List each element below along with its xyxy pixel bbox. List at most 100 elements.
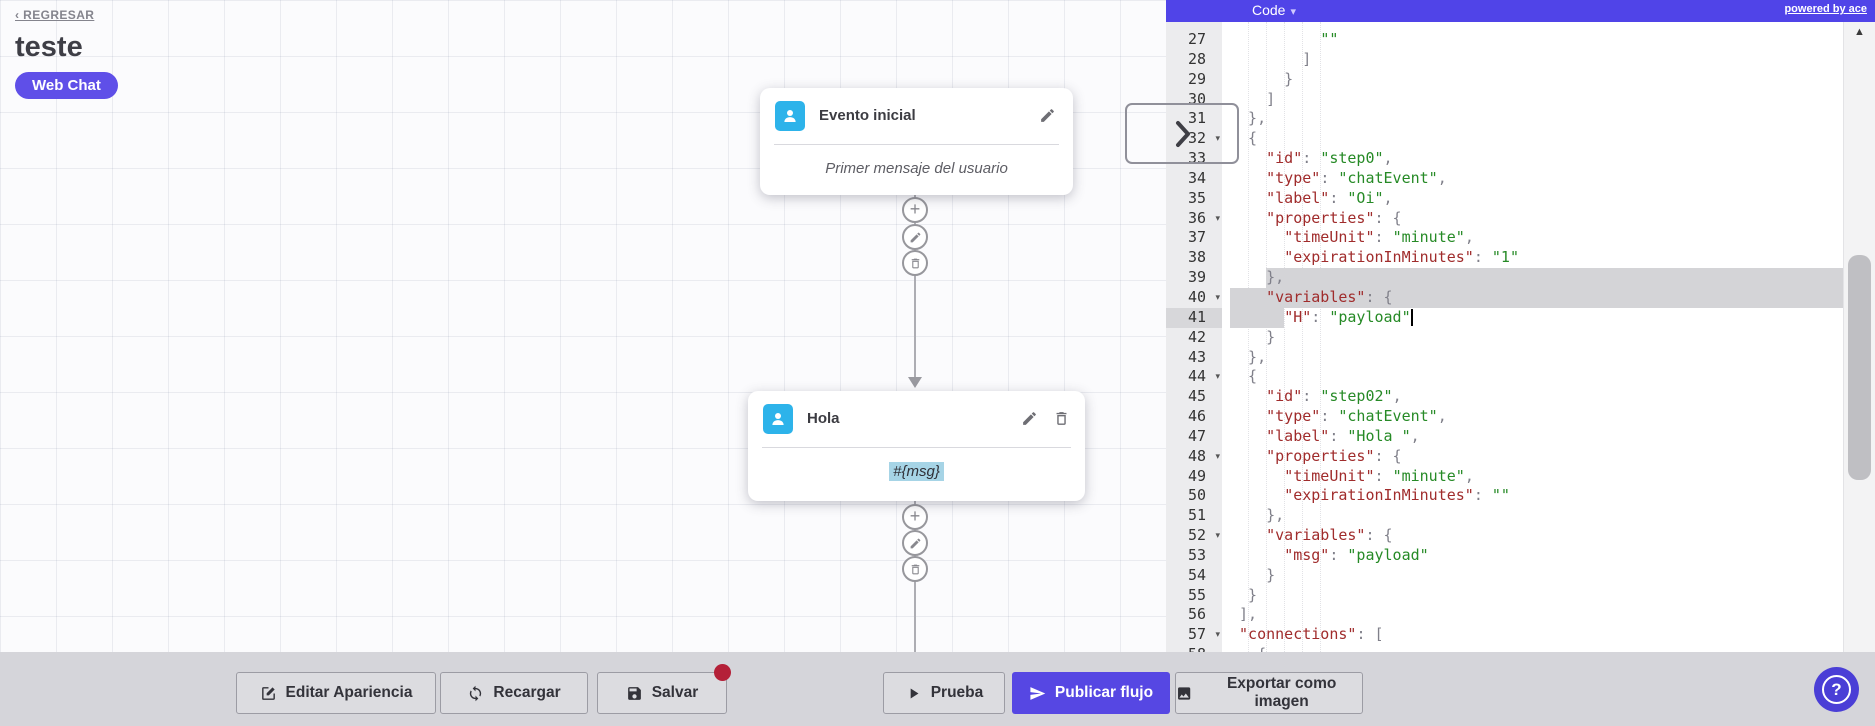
gutter-line-number[interactable]: 53 xyxy=(1187,545,1206,564)
code-line[interactable]: "properties": { xyxy=(1266,446,1402,465)
code-line[interactable]: "connections": [ xyxy=(1239,625,1384,644)
gutter-line-number[interactable]: 44▾ xyxy=(1187,367,1220,386)
fold-arrow-icon[interactable]: ▾ xyxy=(1215,450,1220,461)
scroll-up-arrow[interactable]: ▲ xyxy=(1854,26,1865,38)
collapse-code-button[interactable] xyxy=(1125,103,1239,164)
gutter-line-number[interactable]: 48▾ xyxy=(1187,446,1220,465)
add-step-button[interactable]: + xyxy=(902,197,928,223)
gutter-line-number[interactable]: 36▾ xyxy=(1187,208,1220,227)
code-line[interactable]: "label": "Oi", xyxy=(1266,188,1393,207)
chevron-right-icon xyxy=(1175,120,1190,147)
code-line[interactable]: }, xyxy=(1230,506,1285,525)
code-line[interactable]: "variables": { xyxy=(1230,287,1843,308)
edit-connection-button[interactable] xyxy=(902,530,928,556)
chevron-down-icon: ▾ xyxy=(1290,6,1296,18)
gutter-line-number[interactable]: 51 xyxy=(1187,506,1206,525)
fold-arrow-icon[interactable]: ▾ xyxy=(1215,530,1220,541)
gutter-line-number[interactable]: 34 xyxy=(1187,168,1206,187)
gutter-line-number[interactable]: 38 xyxy=(1187,248,1206,267)
scrollbar-thumb[interactable] xyxy=(1848,255,1871,480)
code-mode-dropdown[interactable]: Code▾ xyxy=(1252,2,1296,18)
code-lines[interactable]: "" ] } ] }, { "id": "step0", "type": "ch… xyxy=(1222,22,1843,652)
code-line[interactable]: "" xyxy=(1320,30,1339,48)
add-step-button[interactable]: + xyxy=(902,504,928,530)
code-line[interactable]: { xyxy=(1230,367,1258,386)
code-line[interactable]: "expirationInMinutes": "" xyxy=(1284,486,1510,505)
code-line[interactable]: "id": "step0", xyxy=(1266,149,1393,168)
fold-arrow-icon[interactable]: ▾ xyxy=(1215,645,1220,652)
code-line[interactable]: "timeUnit": "minute", xyxy=(1284,228,1474,247)
unsaved-indicator-dot xyxy=(714,664,731,681)
fold-arrow-icon[interactable]: ▾ xyxy=(1215,371,1220,382)
code-line[interactable]: "variables": { xyxy=(1266,526,1393,545)
code-line[interactable]: }, xyxy=(1230,268,1843,288)
code-line[interactable]: "expirationInMinutes": "1" xyxy=(1284,248,1519,267)
gutter-line-number[interactable]: 46 xyxy=(1187,407,1206,426)
gutter-line-number[interactable]: 50 xyxy=(1187,486,1206,505)
delete-connection-button[interactable] xyxy=(902,250,928,276)
back-link[interactable]: ‹ REGRESAR xyxy=(15,8,95,22)
gutter-line-number[interactable]: 31 xyxy=(1187,109,1206,128)
code-line[interactable]: "type": "chatEvent", xyxy=(1266,168,1447,187)
gutter-line-number[interactable]: 39 xyxy=(1187,268,1206,287)
gutter-line-number[interactable]: 52▾ xyxy=(1187,526,1220,545)
gutter-line-number[interactable]: 49 xyxy=(1187,466,1206,485)
code-line[interactable]: } xyxy=(1230,327,1276,346)
delete-connection-button[interactable] xyxy=(902,556,928,582)
gutter-line-number[interactable]: 35 xyxy=(1187,188,1206,207)
code-line[interactable]: { xyxy=(1230,129,1258,148)
gutter-line-number[interactable]: 54 xyxy=(1187,565,1206,584)
code-line[interactable]: ] xyxy=(1230,49,1312,68)
gutter-line-number[interactable]: 27 xyxy=(1187,30,1206,48)
gutter-line-number[interactable]: 47 xyxy=(1187,426,1206,445)
code-line[interactable]: } xyxy=(1230,69,1294,88)
edit-connection-button[interactable] xyxy=(902,224,928,250)
publish-flow-button[interactable]: Publicar flujo xyxy=(1012,672,1170,714)
delete-node-button[interactable] xyxy=(1051,408,1071,428)
fold-arrow-icon[interactable]: ▾ xyxy=(1215,133,1220,144)
fold-arrow-icon[interactable]: ▾ xyxy=(1215,212,1220,223)
gutter-line-number[interactable]: 29 xyxy=(1187,69,1206,88)
code-line[interactable]: { xyxy=(1230,645,1843,652)
gutter-line-number[interactable]: 32▾ xyxy=(1187,129,1220,148)
code-line[interactable]: ], xyxy=(1230,605,1258,624)
gutter-line-number[interactable]: 28 xyxy=(1187,49,1206,68)
gutter-line-number[interactable]: 42 xyxy=(1187,327,1206,346)
gutter-line-number[interactable]: 57▾ xyxy=(1187,625,1220,644)
node-hola[interactable]: Hola #{msg} xyxy=(748,391,1085,501)
export-image-button[interactable]: Exportar como imagen xyxy=(1175,672,1363,714)
powered-by-ace-link[interactable]: powered by ace xyxy=(1784,3,1867,15)
node-evento-inicial[interactable]: Evento inicial Primer mensaje del usuari… xyxy=(760,88,1073,195)
code-line[interactable]: "label": "Hola ", xyxy=(1266,426,1420,445)
fold-arrow-icon[interactable]: ▾ xyxy=(1215,291,1220,302)
code-line[interactable]: "timeUnit": "minute", xyxy=(1284,466,1474,485)
code-line[interactable]: ] xyxy=(1230,89,1276,108)
edit-node-button[interactable] xyxy=(1037,105,1057,125)
gutter-line-number[interactable]: 41 xyxy=(1166,307,1222,328)
edit-node-button[interactable] xyxy=(1019,408,1039,428)
code-line[interactable]: "properties": { xyxy=(1266,208,1402,227)
code-line[interactable]: }, xyxy=(1230,347,1267,366)
code-line[interactable]: "H": "payload" xyxy=(1230,307,1843,328)
save-button[interactable]: Salvar xyxy=(597,672,727,714)
gutter-line-number[interactable]: 56 xyxy=(1187,605,1206,624)
gutter-line-number[interactable]: 40▾ xyxy=(1187,287,1220,306)
reload-button[interactable]: Recargar xyxy=(440,672,588,714)
code-line[interactable]: } xyxy=(1230,585,1258,604)
code-line[interactable]: "id": "step02", xyxy=(1266,387,1402,406)
code-line[interactable]: "type": "chatEvent", xyxy=(1266,407,1447,426)
gutter-line-number[interactable]: 55 xyxy=(1187,585,1206,604)
help-button[interactable]: ? xyxy=(1814,667,1859,712)
gutter-line-number[interactable]: 43 xyxy=(1187,347,1206,366)
edit-appearance-button[interactable]: Editar Apariencia xyxy=(236,672,436,714)
gutter-line-number[interactable]: 45 xyxy=(1187,387,1206,406)
test-button[interactable]: Prueba xyxy=(883,672,1005,714)
gutter-line-number[interactable]: 37 xyxy=(1187,228,1206,247)
code-line[interactable]: } xyxy=(1230,565,1276,584)
fold-arrow-icon[interactable]: ▾ xyxy=(1215,629,1220,640)
code-line[interactable]: "msg": "payload" xyxy=(1284,545,1429,564)
code-scrollbar[interactable]: ▲ xyxy=(1843,22,1875,652)
code-line[interactable]: }, xyxy=(1230,109,1267,128)
gutter-line-number[interactable]: 58▾ xyxy=(1166,645,1222,652)
